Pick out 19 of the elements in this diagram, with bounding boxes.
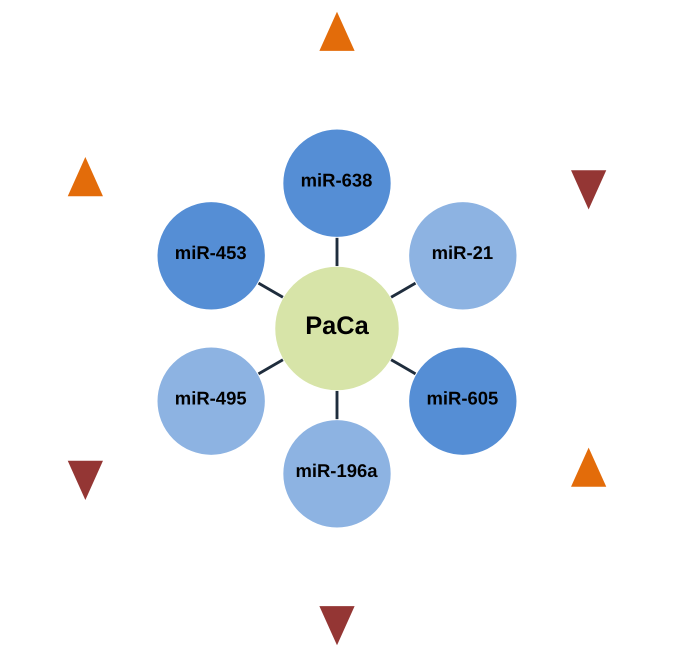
node-arrow xyxy=(570,448,606,487)
node-circle: miR-605 xyxy=(408,346,518,456)
node-arrow xyxy=(318,12,354,51)
node-arrow xyxy=(67,460,102,500)
node-arrow xyxy=(318,606,354,646)
node-circle: miR-453 xyxy=(156,201,266,311)
node-arrow xyxy=(67,157,102,196)
node-circle: miR-495 xyxy=(156,346,266,456)
connector xyxy=(257,358,284,376)
node-circle: PaCa xyxy=(274,266,400,392)
connector xyxy=(257,282,284,299)
connector xyxy=(390,358,416,376)
connector xyxy=(390,282,416,299)
node-arrow xyxy=(570,170,606,210)
node-circle: miR-196a xyxy=(282,418,392,529)
node-circle: miR-21 xyxy=(408,201,518,311)
connector xyxy=(335,390,338,420)
node-circle: miR-638 xyxy=(282,128,392,238)
connector xyxy=(335,238,338,266)
